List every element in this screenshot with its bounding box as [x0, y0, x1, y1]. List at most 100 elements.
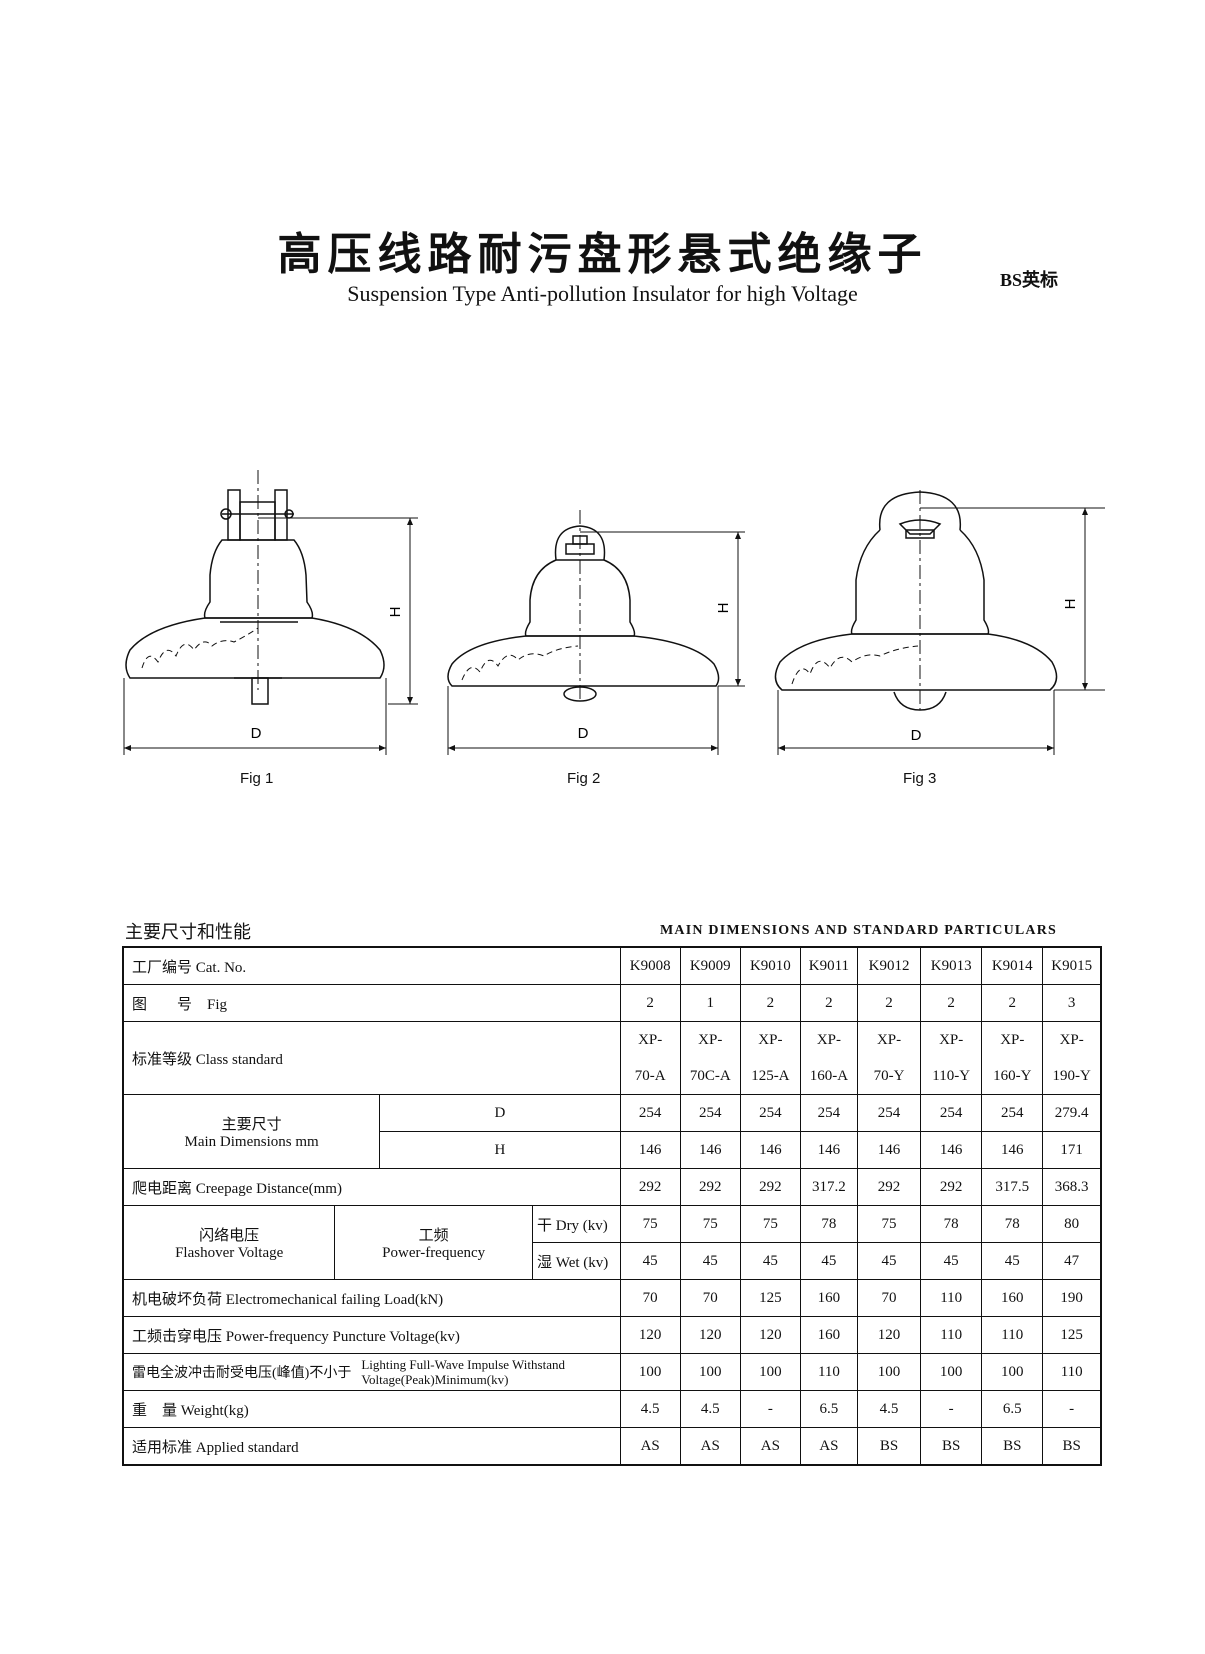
cat-no-cell: K9009 [679, 946, 741, 985]
dry-cell: 75 [679, 1205, 741, 1243]
dry-cell: 78 [799, 1205, 858, 1243]
fig-cell: 2 [739, 984, 801, 1022]
creepage-label: 爬电距离 Creepage Distance(mm) [122, 1168, 621, 1206]
em-load-cell: 70 [856, 1279, 922, 1317]
em-load-cell: 125 [739, 1279, 801, 1317]
fig1-h-label: H [387, 607, 404, 618]
applied-standard-cell: BS [981, 1427, 1044, 1466]
wet-cell: 45 [799, 1242, 858, 1280]
applied-standard-cell: BS [1042, 1427, 1102, 1466]
dry-cell: 78 [920, 1205, 983, 1243]
weight-label: 重 量 Weight(kg) [122, 1390, 621, 1428]
dry-cell: 80 [1042, 1205, 1102, 1243]
impulse-cell: 110 [799, 1353, 858, 1391]
row-flashover-wet: 湿 Wet (kv) 45 45 45 45 45 45 45 47 [123, 1242, 1102, 1280]
dry-cell: 78 [981, 1205, 1044, 1243]
row-dim-h: H 146 146 146 146 146 146 146 171 [123, 1131, 1102, 1169]
impulse-cell: 110 [1042, 1353, 1102, 1391]
creepage-cell: 317.2 [799, 1168, 858, 1206]
dim-d-cell: 254 [920, 1094, 983, 1132]
cat-no-cell: K9008 [619, 946, 681, 985]
wet-cell: 47 [1042, 1242, 1102, 1280]
dim-d-cell: 254 [856, 1094, 922, 1132]
figure-1-caption: Fig 1 [240, 770, 274, 787]
em-load-cell: 70 [619, 1279, 681, 1317]
section-title-en: MAIN DIMENSIONS AND STANDARD PARTICULARS [660, 923, 1058, 938]
wet-cell: 45 [981, 1242, 1044, 1280]
fig-cell: 2 [856, 984, 922, 1022]
impulse-cell: 100 [856, 1353, 922, 1391]
specifications-table: 工厂编号 Cat. No. K9008 K9009 K9010 K9011 K9… [122, 946, 1102, 1466]
em-load-cell: 110 [920, 1279, 983, 1317]
flashover-voltage-label: 闪络电压 Flashover Voltage [122, 1205, 336, 1280]
class-standard-label: 标准等级 Class standard [122, 1021, 621, 1095]
impulse-cell: 100 [619, 1353, 681, 1391]
puncture-cell: 120 [679, 1316, 741, 1354]
creepage-cell: 292 [679, 1168, 741, 1206]
row-creepage: 爬电距离 Creepage Distance(mm) 292 292 292 3… [122, 1168, 1102, 1206]
row-applied-standard: 适用标准 Applied standard AS AS AS AS BS BS … [122, 1427, 1102, 1466]
row-puncture: 工频击穿电压 Power-frequency Puncture Voltage(… [122, 1316, 1102, 1354]
dry-cell: 75 [739, 1205, 801, 1243]
weight-cell: 4.5 [619, 1390, 681, 1428]
em-load-cell: 190 [1042, 1279, 1102, 1317]
fig1-d-label: D [251, 725, 262, 742]
page-title-cn: 高压线路耐污盘形悬式绝缘子 [277, 229, 928, 280]
dim-d-cell: 254 [619, 1094, 681, 1132]
fig-cell: 2 [619, 984, 681, 1022]
section-title-cn: 主要尺寸和性能 [125, 922, 251, 942]
row-weight: 重 量 Weight(kg) 4.5 4.5 - 6.5 4.5 - 6.5 - [122, 1390, 1102, 1428]
wet-cell: 45 [679, 1242, 741, 1280]
class-cell: XP-70-A [619, 1021, 681, 1095]
class-cell: XP-110-Y [920, 1021, 983, 1095]
applied-standard-cell: BS [920, 1427, 983, 1466]
fig2-h-label: H [715, 603, 732, 614]
impulse-label: 雷电全波冲击耐受电压(峰值)不小于 Lighting Full-Wave Imp… [122, 1353, 621, 1391]
standard-badge: BS英标 [1000, 270, 1059, 290]
fig-label: 图 号 Fig [122, 984, 621, 1022]
creepage-cell: 292 [920, 1168, 983, 1206]
figure-3-drawing [774, 490, 1105, 755]
creepage-cell: 368.3 [1042, 1168, 1102, 1206]
em-load-cell: 70 [679, 1279, 741, 1317]
dim-d-label: D [379, 1094, 621, 1132]
applied-standard-cell: BS [856, 1427, 922, 1466]
wet-cell: 45 [739, 1242, 801, 1280]
puncture-cell: 120 [856, 1316, 922, 1354]
puncture-cell: 110 [920, 1316, 983, 1354]
weight-cell: - [920, 1390, 983, 1428]
cat-no-cell: K9014 [981, 946, 1044, 985]
dry-cell: 75 [619, 1205, 681, 1243]
row-class-standard: 标准等级 Class standard XP-70-A XP-70C-A XP-… [122, 1021, 1102, 1095]
puncture-label: 工频击穿电压 Power-frequency Puncture Voltage(… [122, 1316, 621, 1354]
applied-standard-cell: AS [619, 1427, 681, 1466]
dim-h-cell: 171 [1042, 1131, 1102, 1169]
cat-no-cell: K9015 [1042, 946, 1102, 985]
row-em-load: 机电破坏负荷 Electromechanical failing Load(kN… [122, 1279, 1102, 1317]
puncture-cell: 120 [619, 1316, 681, 1354]
fig3-d-label: D [911, 727, 922, 744]
cat-no-cell: K9011 [799, 946, 858, 985]
dim-h-cell: 146 [920, 1131, 983, 1169]
row-impulse: 雷电全波冲击耐受电压(峰值)不小于 Lighting Full-Wave Imp… [122, 1353, 1102, 1391]
weight-cell: 6.5 [799, 1390, 858, 1428]
fig3-h-label: H [1062, 599, 1079, 610]
impulse-cell: 100 [981, 1353, 1044, 1391]
fig-cell: 1 [679, 984, 741, 1022]
insulator-figures: H D H D H D [123, 470, 1105, 755]
dry-cell: 75 [856, 1205, 922, 1243]
row-fig: 图 号 Fig 2 1 2 2 2 2 2 3 [122, 984, 1102, 1022]
impulse-cell: 100 [920, 1353, 983, 1391]
weight-cell: - [739, 1390, 801, 1428]
applied-standard-label: 适用标准 Applied standard [122, 1427, 621, 1466]
class-cell: XP-190-Y [1042, 1021, 1102, 1095]
figure-2-caption: Fig 2 [567, 770, 601, 787]
figure-3-caption: Fig 3 [903, 770, 937, 787]
em-load-label: 机电破坏负荷 Electromechanical failing Load(kN… [122, 1279, 621, 1317]
dim-d-cell: 254 [739, 1094, 801, 1132]
fig-cell: 2 [981, 984, 1044, 1022]
row-flashover-dry: 闪络电压 Flashover Voltage 工频 Power-frequenc… [122, 1205, 1102, 1280]
dim-h-cell: 146 [739, 1131, 801, 1169]
figure-2-drawing [447, 510, 745, 755]
fig-cell: 2 [920, 984, 983, 1022]
